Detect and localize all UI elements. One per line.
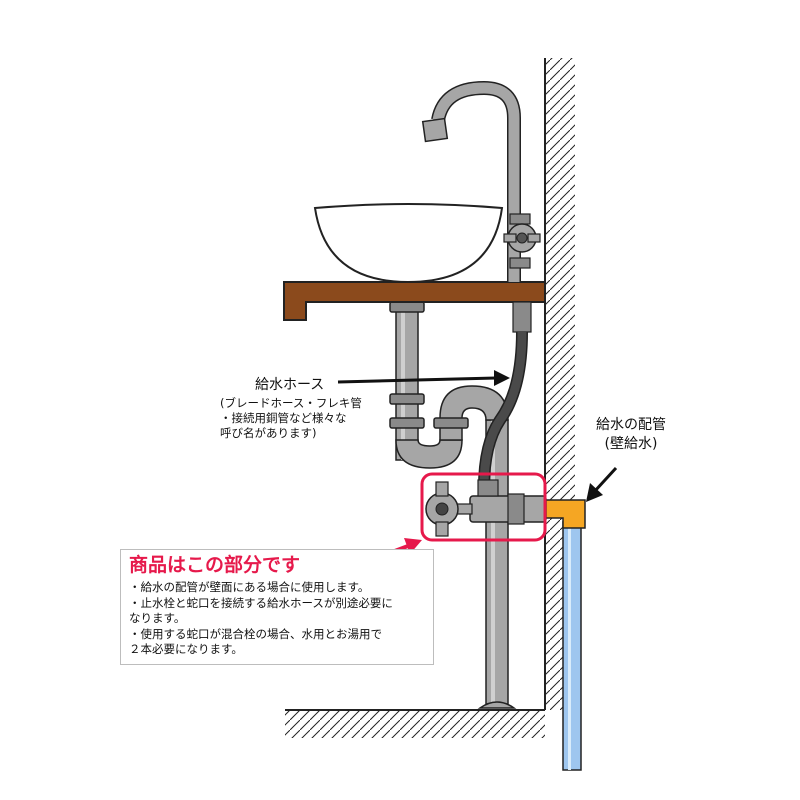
info-line: ２本必要になります。	[129, 642, 243, 656]
hose-arrow	[337, 370, 510, 386]
info-line: ・止水栓と蛇口を接続する給水ホースが別途必要に	[129, 595, 393, 610]
wall-pipe-label: 給水の配管 (壁給水)	[596, 416, 666, 454]
hose-note-line: (ブレードホース・フレキ管	[220, 396, 362, 410]
sink-bowl	[313, 203, 504, 284]
info-box: 商品はこの部分です ・給水の配管が壁面にある場合に使用します。 ・止水栓と蛇口を…	[120, 549, 434, 665]
info-text: ・給水の配管が壁面にある場合に使用します。 ・止水栓と蛇口を接続する給水ホースが…	[129, 580, 425, 658]
floor	[285, 709, 545, 738]
supply-hose	[478, 301, 532, 489]
wall-pipe-arrow	[586, 466, 618, 502]
hose-title: 給水ホース	[255, 377, 325, 393]
hose-note: (ブレードホース・フレキ管 ・接続用銅管など様々な 呼び名があります)	[220, 396, 362, 441]
wall-pipe-title: 給水の配管	[596, 417, 666, 433]
stop-valve	[425, 479, 547, 537]
wall-pipe-sub: (壁給水)	[604, 436, 658, 452]
wall-water-pipe	[562, 521, 582, 771]
info-line: ・使用する蛇口が混合栓の場合、水用とお湯用で	[129, 626, 382, 641]
info-heading: 商品はこの部分です	[129, 554, 301, 576]
hose-note-line: 呼び名があります)	[220, 426, 317, 440]
wall	[544, 58, 575, 710]
info-line: なります。	[129, 611, 186, 625]
hose-note-line: ・接続用銅管など様々な	[220, 411, 347, 425]
counter	[283, 281, 546, 321]
product-highlight-box	[420, 472, 547, 542]
info-line: ・給水の配管が壁面にある場合に使用します。	[129, 580, 370, 594]
faucet	[421, 81, 541, 282]
